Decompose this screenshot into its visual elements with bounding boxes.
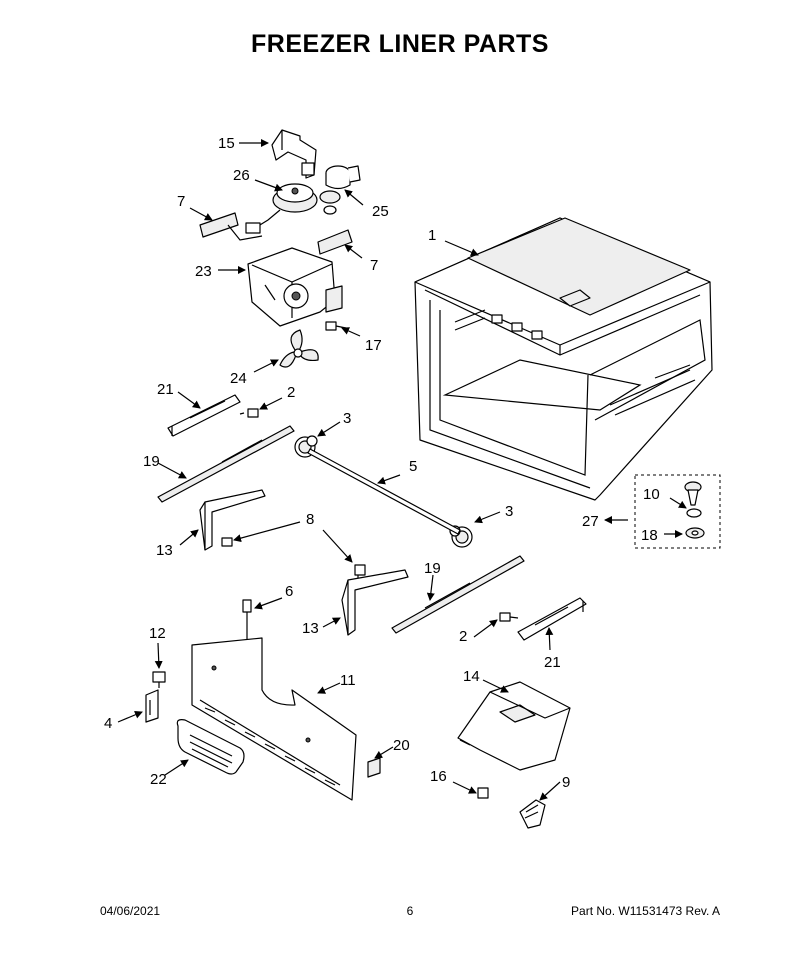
- part-19-rail-right: [391, 555, 525, 634]
- callout-21a: 21: [157, 381, 174, 398]
- part-2-screw-right: [499, 612, 519, 622]
- part-15-bracket: [271, 129, 317, 179]
- callout-8: 8: [306, 511, 314, 528]
- callout-14: 14: [463, 668, 480, 685]
- part-5-shaft: [307, 448, 461, 535]
- callout-4: 4: [104, 715, 112, 732]
- footer-part-number: Part No. W11531473 Rev. A: [571, 904, 720, 918]
- callout-arrows: [117, 139, 687, 801]
- part-14-housing: [457, 681, 571, 771]
- callout-18: 18: [641, 527, 658, 544]
- callout-22: 22: [150, 771, 167, 788]
- part-13-slide-bracket-left: [199, 489, 266, 551]
- footer-date: 04/06/2021: [100, 904, 161, 918]
- callout-21b: 21: [544, 654, 561, 671]
- part-1-freezer-liner: [414, 217, 713, 501]
- callout-labels: 15 26 25 7 7 23 1 17 24 21 2 3 19 5 3 27…: [104, 135, 660, 791]
- part-13-slide-bracket-right: [341, 569, 409, 636]
- part-21-slide-left: [167, 394, 241, 437]
- callout-12: 12: [149, 625, 166, 642]
- part-11-rear-panel: [191, 637, 357, 801]
- callout-24: 24: [230, 370, 247, 387]
- part-23-fan-housing: [247, 247, 343, 327]
- callout-11: 11: [340, 672, 356, 689]
- part-22-grille: [176, 719, 245, 775]
- callout-13b: 13: [302, 620, 319, 637]
- footer-page-number: 6: [406, 904, 414, 918]
- callout-2a: 2: [287, 384, 295, 401]
- part-2-screw-left: [239, 408, 259, 418]
- part-9-damper: [519, 799, 546, 829]
- part-16-clip: [477, 787, 489, 799]
- callout-7b: 7: [370, 257, 378, 274]
- callout-20: 20: [393, 737, 410, 754]
- part-26-fan-motor: [245, 183, 318, 234]
- callout-9: 9: [562, 774, 570, 791]
- callout-25: 25: [372, 203, 389, 220]
- callout-3b: 3: [505, 503, 513, 520]
- callout-26: 26: [233, 167, 250, 184]
- callout-5: 5: [409, 458, 417, 475]
- part-27-kit-box: [634, 474, 721, 549]
- callout-19b: 19: [424, 560, 441, 577]
- callout-7a: 7: [177, 193, 185, 210]
- callout-19a: 19: [143, 453, 160, 470]
- part-21-slide-right: [517, 597, 587, 641]
- callout-1: 1: [428, 227, 436, 244]
- part-7-foam-pads: [199, 212, 353, 255]
- callout-15: 15: [218, 135, 235, 152]
- callout-10: 10: [643, 486, 660, 503]
- callout-13a: 13: [156, 542, 173, 559]
- callout-17: 17: [365, 337, 382, 354]
- callout-2b: 2: [459, 628, 467, 645]
- callout-3a: 3: [343, 410, 351, 427]
- part-4-clip: [145, 689, 159, 723]
- part-19-rail-left: [157, 425, 295, 503]
- callout-16: 16: [430, 768, 447, 785]
- part-3-gear-top: [294, 435, 318, 458]
- callout-23: 23: [195, 263, 212, 280]
- part-24-fan-blade: [279, 329, 319, 368]
- callout-6: 6: [285, 583, 293, 600]
- part-25-housing-assembly: [319, 165, 361, 215]
- part-12-screw: [152, 671, 166, 688]
- callout-27: 27: [582, 513, 599, 530]
- part-20-strip: [367, 757, 381, 778]
- page-title: FREEZER LINER PARTS: [251, 30, 549, 58]
